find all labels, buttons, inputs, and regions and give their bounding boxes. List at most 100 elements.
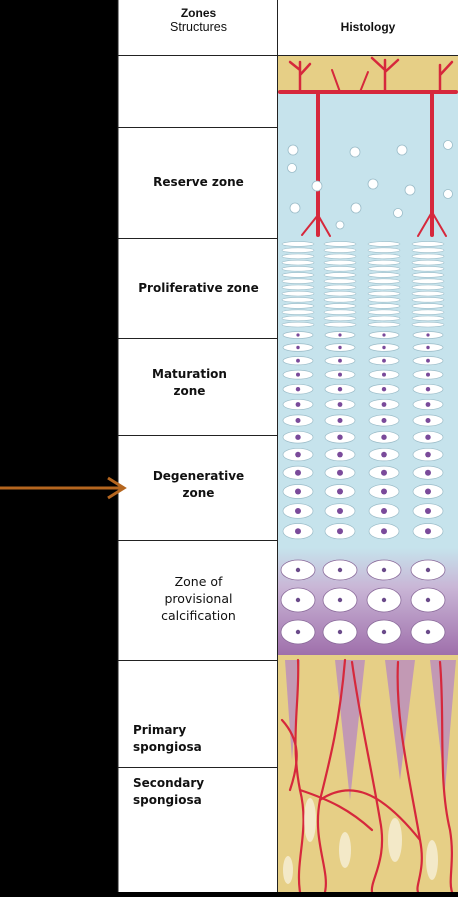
cell-nucleus [337, 451, 343, 458]
chondrocyte [281, 321, 315, 328]
label-provisional-calcification: Zone of provisional calcification [120, 573, 277, 624]
cell-nucleus [382, 333, 386, 337]
chondrocyte [411, 309, 445, 315]
cell-nucleus [337, 469, 343, 476]
chondrocyte [281, 315, 315, 322]
epiphyseal-vessels [278, 56, 458, 237]
chondrocyte [323, 278, 357, 284]
cell-nucleus [425, 567, 431, 573]
cell-nucleus [426, 372, 430, 377]
cell-nucleus [337, 508, 343, 514]
proliferative-chondrocytes [281, 241, 445, 328]
cell-nucleus [425, 488, 431, 495]
chondrocyte [281, 297, 315, 303]
cell-nucleus [337, 418, 343, 423]
cell-nucleus [425, 469, 431, 476]
chondrocyte [411, 297, 445, 303]
cell-nucleus [425, 434, 431, 440]
cell-nucleus [381, 508, 387, 514]
chondrocyte [281, 290, 315, 297]
cell-nucleus [337, 402, 343, 407]
cell-nucleus [295, 469, 301, 476]
cell-nucleus [296, 345, 300, 350]
chondrocyte [411, 266, 445, 272]
chondrocyte [411, 253, 445, 260]
chondrocyte [281, 309, 315, 315]
label-proliferative-zone: Proliferative zone [120, 280, 277, 297]
chondrocyte [323, 290, 357, 297]
chondrocyte [281, 241, 315, 247]
zone-label-text: Zone of [174, 574, 223, 589]
chondrocyte [367, 266, 401, 272]
zone-label-text: Proliferative zone [138, 281, 259, 295]
zone-label-text: Degenerative [152, 469, 245, 483]
reserve-chondrocytes [287, 140, 453, 230]
zone-label-text: spongiosa [133, 793, 202, 807]
cell-nucleus [295, 418, 301, 423]
header-structures-title: Structures [170, 20, 227, 34]
chondrocyte [281, 303, 315, 309]
header-zones-title: Zones [180, 6, 217, 20]
chondrocyte [281, 266, 315, 272]
cell-nucleus [425, 508, 431, 514]
chondrocyte [367, 309, 401, 315]
chondrocyte [323, 247, 357, 253]
cell-nucleus [381, 469, 387, 476]
spongiosa-structures [280, 658, 456, 894]
chondrocyte [411, 272, 445, 278]
header-zones: Zones Structures [120, 6, 277, 34]
header-histology: Histology [278, 20, 458, 34]
cell-nucleus [337, 387, 343, 392]
chondrocyte [411, 303, 445, 309]
chondrocyte [367, 321, 401, 328]
calcification-cells [280, 559, 446, 645]
zone-label-text: Maturation [152, 367, 227, 381]
cell-nucleus [337, 488, 343, 495]
cell-nucleus [426, 333, 430, 337]
chondrocyte [411, 278, 445, 284]
chondrocyte [367, 241, 401, 247]
chondrocyte [367, 247, 401, 253]
cell-nucleus [337, 434, 343, 440]
chondrocyte [323, 266, 357, 272]
zone-label-text: zone [173, 384, 206, 398]
chondrocyte [367, 297, 401, 303]
cell-nucleus [295, 528, 301, 535]
chondrocyte [367, 253, 401, 260]
cell-nucleus [426, 345, 430, 350]
chondrocyte [323, 309, 357, 315]
chondrocyte [323, 284, 357, 291]
cell-nucleus [425, 418, 431, 423]
table-grid [117, 0, 458, 892]
chondrocyte [323, 253, 357, 260]
chondrocyte [411, 321, 445, 328]
pointer-arrow [0, 476, 127, 500]
cell-nucleus [381, 451, 387, 458]
chondrocyte [411, 259, 445, 266]
cell-nucleus [296, 333, 300, 337]
cell-nucleus [425, 451, 431, 458]
chondrocyte [411, 241, 445, 247]
cell-nucleus [425, 387, 431, 392]
cell-nucleus [381, 402, 387, 407]
header-histology-title: Histology [340, 20, 396, 34]
chondrocyte [323, 297, 357, 303]
chondrocyte [367, 303, 401, 309]
zone-label-text: calcification [161, 608, 236, 623]
cell-nucleus [295, 402, 301, 407]
cell-nucleus [381, 488, 387, 495]
cell-nucleus [338, 372, 342, 377]
cell-nucleus [295, 387, 301, 392]
cell-nucleus [381, 387, 387, 392]
cell-nucleus [295, 629, 301, 635]
zone-label-text: Secondary [133, 776, 205, 790]
chondrocyte [281, 259, 315, 266]
chondrocyte [411, 284, 445, 291]
cell-nucleus [296, 372, 300, 377]
chondrocyte [281, 284, 315, 291]
cell-nucleus [296, 358, 300, 363]
zone-label-text: spongiosa [133, 740, 202, 754]
cell-nucleus [295, 451, 301, 458]
